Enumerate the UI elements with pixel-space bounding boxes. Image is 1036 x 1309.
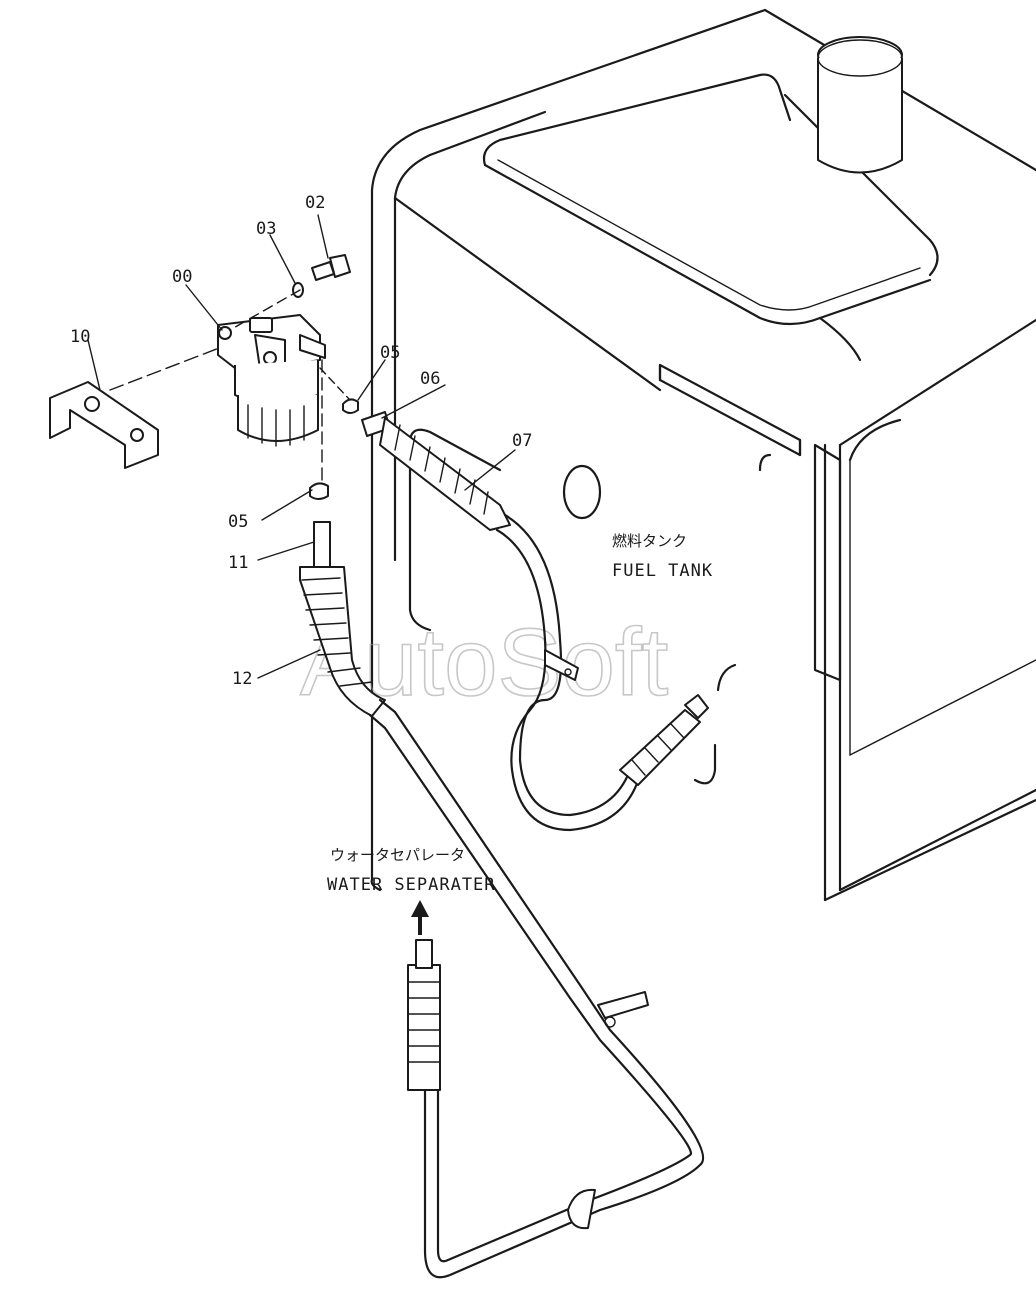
fuel-tank-label: FUEL TANK bbox=[612, 561, 713, 581]
water-separater-jp-label: ウォータセパレータ bbox=[330, 846, 465, 864]
label-part-00: 00 bbox=[172, 267, 192, 287]
fuel-hose-lower bbox=[299, 521, 705, 1279]
label-part-11: 11 bbox=[228, 553, 248, 573]
fuel-tank bbox=[370, 8, 1036, 902]
label-part-02: 02 bbox=[305, 193, 325, 213]
fuel-tank-jp-label: 燃料タンク bbox=[612, 532, 687, 550]
hose-clip bbox=[309, 482, 329, 500]
bolt bbox=[311, 254, 351, 281]
washer bbox=[292, 282, 304, 298]
bracket bbox=[49, 381, 159, 469]
label-part-05-lower: 05 bbox=[228, 512, 248, 532]
label-part-03: 03 bbox=[256, 219, 276, 239]
label-part-06: 06 bbox=[420, 369, 440, 389]
label-part-07: 07 bbox=[512, 431, 532, 451]
arrow-up-icon bbox=[411, 900, 429, 935]
label-part-05-upper: 05 bbox=[380, 343, 400, 363]
hose-clip bbox=[342, 398, 359, 414]
water-separater-label: WATER SEPARATER bbox=[327, 875, 496, 895]
label-part-10: 10 bbox=[70, 327, 90, 347]
label-part-12: 12 bbox=[232, 669, 252, 689]
fuel-filter bbox=[217, 314, 326, 447]
